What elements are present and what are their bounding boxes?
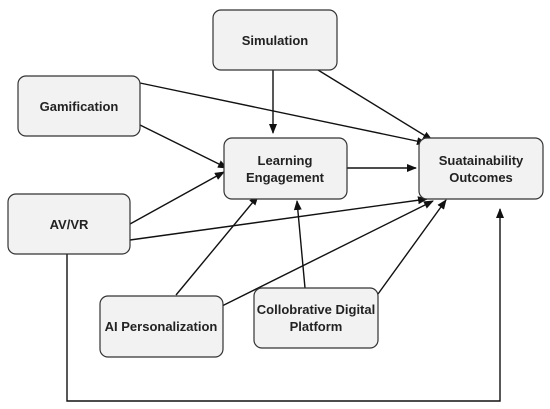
node-learning-engagement: Learning Engagement — [223, 137, 348, 200]
node-av-vr-label: AV/VR — [50, 217, 89, 232]
edge-ai-personalization-to-learning-engagement — [175, 195, 259, 296]
node-learning-engagement-label-line2: Engagement — [246, 170, 325, 185]
edge-gamification-to-learning-engagement — [137, 123, 228, 169]
edge-collaborative-platform-to-sustainability-outcomes — [377, 199, 447, 295]
node-collaborative-platform: Collobrative Digital Platform — [253, 287, 379, 349]
edge-av-vr-to-learning-engagement — [129, 171, 225, 225]
node-sustainability-outcomes: Suatainability Outcomes — [418, 137, 544, 200]
node-sustainability-outcomes-box — [418, 137, 544, 200]
node-av-vr-box — [7, 193, 131, 255]
node-collaborative-platform-box — [253, 287, 379, 349]
edge-ai-personalization-to-sustainability-outcomes — [221, 200, 434, 307]
edge-simulation-to-sustainability-outcomes — [317, 69, 433, 141]
edge-av-vr-to-sustainability-outcomes-elbow — [66, 208, 504, 402]
node-sustainability-outcomes-label-line1: Suatainability — [439, 153, 524, 168]
node-gamification: Gamification — [17, 75, 141, 137]
node-simulation: Simulation — [212, 9, 338, 71]
node-gamification-box — [17, 75, 141, 137]
node-collaborative-platform-label-line2: Platform — [290, 319, 343, 334]
node-collaborative-platform-label-line1: Collobrative Digital — [257, 302, 375, 317]
node-simulation-label: Simulation — [242, 33, 309, 48]
nodes: Simulation Gamification Learning Engagem… — [7, 9, 544, 358]
edge-av-vr-to-sustainability-outcomes — [129, 196, 428, 241]
node-ai-personalization-box — [99, 295, 224, 358]
edge-collaborative-platform-to-learning-engagement — [293, 200, 306, 289]
node-av-vr: AV/VR — [7, 193, 131, 255]
node-ai-personalization-label: AI Personalization — [105, 319, 218, 334]
node-sustainability-outcomes-label-line2: Outcomes — [449, 170, 513, 185]
edges — [66, 69, 504, 402]
edge-gamification-to-sustainability-outcomes — [139, 82, 427, 146]
node-simulation-box — [212, 9, 338, 71]
node-learning-engagement-label-line1: Learning — [258, 153, 313, 168]
node-learning-engagement-box — [223, 137, 348, 200]
node-ai-personalization: AI Personalization — [99, 295, 224, 358]
node-gamification-label: Gamification — [40, 99, 119, 114]
